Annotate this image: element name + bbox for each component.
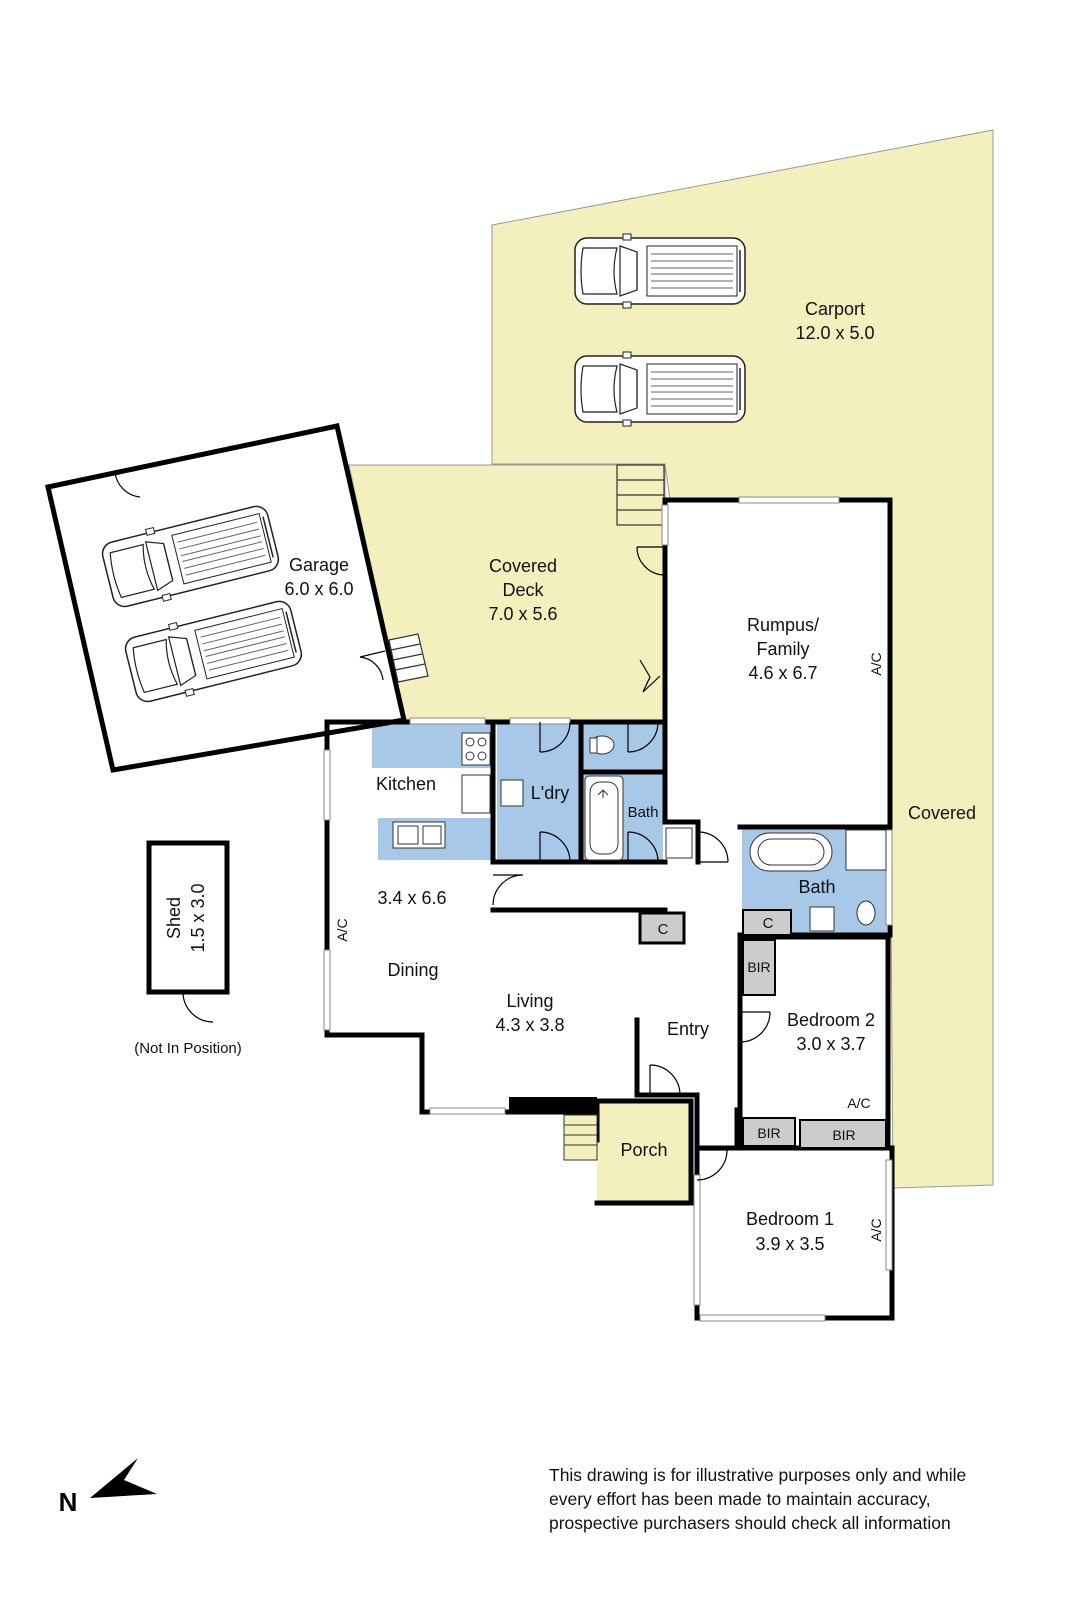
kitchen-fixtures [392, 732, 693, 859]
rumpus-label-2: Family [757, 639, 810, 659]
deck-size: 7.0 x 5.6 [488, 604, 557, 624]
laundry-label: L'dry [531, 783, 569, 803]
house-walls [324, 497, 895, 1321]
dining-label: Dining [387, 960, 438, 980]
porch-label: Porch [620, 1140, 667, 1160]
ac-label-bedroom1: A/C [868, 1218, 884, 1241]
living-size: 4.3 x 3.8 [495, 1015, 564, 1035]
entry-label: Entry [667, 1019, 709, 1039]
bedroom1-label: Bedroom 1 [746, 1209, 834, 1229]
disclaimer-line-2: every effort has been made to maintain a… [549, 1489, 931, 1509]
garage-label: Garage [289, 555, 349, 575]
cupboard-label-bath: C [763, 915, 774, 932]
deck-label-1: Covered [489, 556, 557, 576]
ac-label-bedroom2: A/C [847, 1095, 870, 1111]
rumpus-label-1: Rumpus/ [747, 615, 819, 635]
north-label: N [59, 1487, 78, 1517]
covered-side-label: Covered [908, 803, 976, 823]
kitchen-label: Kitchen [376, 774, 436, 794]
porch-steps [563, 1114, 598, 1161]
bath-small-label: Bath [628, 804, 659, 821]
deck-label-2: Deck [502, 580, 544, 600]
storage [638, 909, 887, 1149]
ac-label-dining: A/C [334, 918, 350, 941]
bath-main-label: Bath [798, 877, 835, 897]
door-swings [182, 546, 771, 1181]
shed [146, 840, 230, 995]
bir-label-bedroom1: BIR [832, 1127, 855, 1143]
porch-area [597, 1101, 691, 1203]
bir-label-hall: BIR [757, 1125, 780, 1141]
bedroom2-size: 3.0 x 3.7 [796, 1034, 865, 1054]
shed-note: (Not In Position) [134, 1040, 242, 1057]
bir-label-bedroom2: BIR [747, 959, 770, 975]
shed-size: 1.5 x 3.0 [188, 883, 208, 952]
disclaimer: This drawing is for illustrative purpose… [549, 1463, 1049, 1535]
bedroom1-size: 3.9 x 3.5 [755, 1234, 824, 1254]
carport-size: 12.0 x 5.0 [795, 323, 874, 343]
bath-fixtures [584, 735, 887, 932]
north-arrow-icon [90, 1458, 157, 1498]
ac-label-rumpus: A/C [868, 652, 884, 675]
kitchen-size: 3.4 x 6.6 [377, 888, 446, 908]
fixture-labels: A/C A/C A/C A/C C C BIR BIR BIR [334, 652, 884, 1241]
carport-label: Carport [805, 299, 865, 319]
shed-label: Shed [164, 897, 184, 939]
disclaimer-line-3: prospective purchasers should check all … [549, 1513, 951, 1533]
garage-size: 6.0 x 6.0 [284, 579, 353, 599]
rumpus-size: 4.6 x 6.7 [748, 663, 817, 683]
windows [323, 496, 893, 1322]
living-label: Living [506, 991, 553, 1011]
room-labels: Carport 12.0 x 5.0 Garage 6.0 x 6.0 Cove… [134, 299, 976, 1254]
disclaimer-line-1: This drawing is for illustrative purpose… [549, 1465, 967, 1485]
cupboard-label-hall: C [658, 921, 669, 938]
bedroom2-label: Bedroom 2 [787, 1010, 875, 1030]
deck-steps [616, 464, 665, 526]
garage-steps [388, 633, 429, 683]
